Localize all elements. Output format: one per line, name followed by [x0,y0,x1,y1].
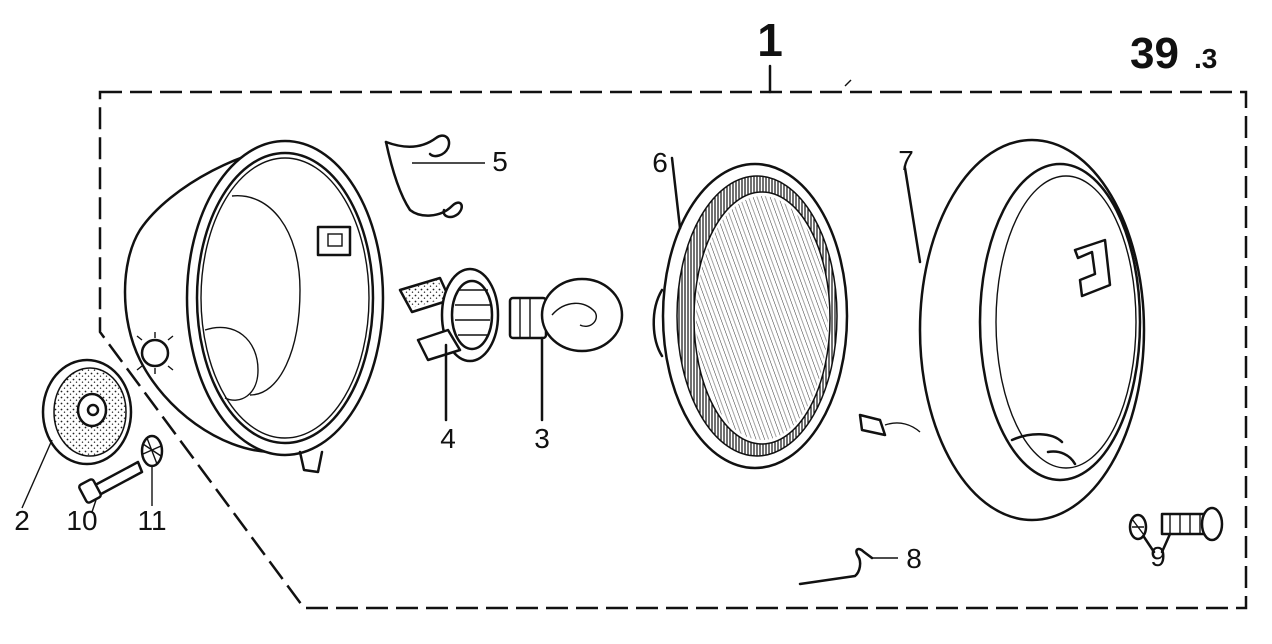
page-ref-sub: .3 [1194,43,1217,74]
callout-5: 5 [492,146,508,177]
callout-7: 7 [898,145,914,176]
trim-ring [858,138,1146,522]
leader-lines [21,439,153,513]
assembly-callout-label: 1 [757,14,783,66]
wire-spring [798,547,898,586]
callout-8: 8 [906,543,922,574]
rubber-cap [41,358,133,466]
headlight-housing [123,139,385,474]
callout-9: 9 [1150,541,1166,572]
callout-6: 6 [652,147,668,178]
bulb [508,277,624,422]
callout-4: 4 [440,423,456,454]
assembly-boundary [98,64,1248,610]
callout-2: 2 [14,505,30,536]
callout-3: 3 [534,423,550,454]
bulb-socket [398,267,500,422]
callout-10: 10 [66,505,97,536]
callout-11: 11 [137,505,166,536]
spring-clip [384,134,485,219]
trim-screw-and-nut [1128,506,1224,554]
page-ref-main: 39 [1130,29,1179,78]
lock-washer [140,434,164,468]
lens-reflector [652,156,849,470]
bolt [78,460,144,504]
